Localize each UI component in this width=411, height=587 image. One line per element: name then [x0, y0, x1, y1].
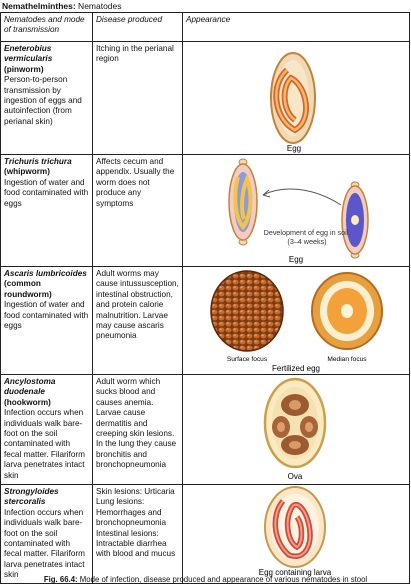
hookworm-ova-illustration: Ova	[263, 377, 327, 481]
nematode-cell: Trichuris trichura (whipworm) Ingestion …	[0, 154, 93, 267]
caption-bold: Fig. 66.4:	[43, 575, 78, 584]
larva-egg-label: Egg containing larva	[259, 568, 332, 577]
transmission-text: Infection occurs when individuals walk b…	[4, 507, 85, 580]
caption-text: Mode of infection, disease produced and …	[77, 575, 368, 584]
disease-cell: Adult worms may cause intussusception, i…	[92, 266, 183, 375]
common-name: (pinworm)	[4, 64, 44, 74]
egg-label: Egg	[287, 144, 301, 153]
table-heading: Nemathelminthes: Nematodes	[2, 1, 122, 11]
table-row: Strongyloides stercoralis Infection occu…	[0, 484, 410, 584]
development-arrow	[262, 188, 342, 206]
scientific-name: Eneterobius vermicularis	[4, 44, 53, 64]
disease-cell: Adult worm which sucks blood and causes …	[92, 374, 183, 485]
appearance-cell: Egg containing larva	[182, 484, 410, 584]
ascaris-egg-illustration: Surface focus Median focus Fertilized eg…	[210, 270, 383, 373]
common-name: (whipworm)	[4, 167, 50, 177]
header-row: Nematodes and mode of transmission Disea…	[0, 12, 410, 42]
development-label-duration: (3–4 weeks)	[287, 237, 326, 246]
appearance-cell: Egg	[182, 41, 410, 155]
strongyloides-egg-illustration: Egg containing larva	[259, 486, 332, 577]
nematode-cell: Ascaris lumbricoides (common roundworm) …	[0, 266, 93, 375]
hookworm-ovum	[263, 377, 327, 469]
transmission-text: Infection occurs when individuals walk b…	[4, 408, 85, 480]
col-header-disease: Disease produced	[92, 12, 183, 42]
transmission-text: Ingestion of water and food contaminated…	[4, 177, 89, 208]
appearance-cell: Ova	[182, 374, 410, 485]
development-label-text: Development of egg in soil	[264, 228, 349, 237]
table-row: Ascaris lumbricoides (common roundworm) …	[0, 266, 410, 375]
common-name: (hookworm)	[4, 397, 51, 407]
transmission-text: Person-to-person transmission by ingesti…	[4, 75, 82, 126]
ova-label: Ova	[288, 472, 303, 481]
scientific-name: Ascaris lumbricoides	[4, 269, 87, 278]
col-header-appearance: Appearance	[182, 12, 410, 42]
development-label: Development of egg in soil (3–4 weeks)	[264, 228, 351, 246]
whipworm-embryonated-egg	[228, 158, 258, 246]
heading-bold: Nemathelminthes:	[2, 1, 76, 11]
disease-cell: Itching in the perianal region	[92, 41, 183, 155]
appearance-cell: Development of egg in soil (3–4 weeks) E…	[182, 154, 410, 267]
median-focus-label: Median focus	[327, 356, 367, 363]
egg-label: Egg	[289, 255, 303, 264]
nematode-cell: Strongyloides stercoralis Infection occu…	[0, 484, 93, 584]
nematode-cell: Eneterobius vermicularis (pinworm) Perso…	[0, 41, 93, 155]
nematode-table: Nematodes and mode of transmission Disea…	[0, 12, 410, 584]
scientific-name: Trichuris trichura	[4, 157, 72, 166]
larvated-egg	[264, 486, 326, 568]
scientific-name: Strongyloides stercoralis	[4, 487, 59, 507]
transmission-text: Ingestion of water and food contaminated…	[4, 300, 89, 331]
whipworm-egg-illustration: Development of egg in soil (3–4 weeks) E…	[228, 158, 369, 264]
table-row: Trichuris trichura (whipworm) Ingestion …	[0, 154, 410, 267]
median-focus-egg	[311, 272, 383, 350]
disease-cell: Affects cecum and appendix. Usually the …	[92, 154, 183, 267]
table-row: Eneterobius vermicularis (pinworm) Perso…	[0, 41, 410, 155]
fertilized-egg-label: Fertilized egg	[272, 364, 320, 373]
table-row: Ancylostoma duodenale (hookworm) Infecti…	[0, 374, 410, 485]
scientific-name: Ancylostoma duodenale	[4, 377, 56, 397]
col-header-nematodes: Nematodes and mode of transmission	[0, 12, 93, 42]
surface-focus-egg	[210, 270, 284, 352]
heading-rest: Nematodes	[75, 1, 122, 11]
appearance-cell: Surface focus Median focus Fertilized eg…	[182, 266, 410, 375]
common-name: (common roundworm)	[4, 279, 52, 299]
arrow-head	[262, 189, 271, 198]
pinworm-egg-illustration: Egg	[270, 52, 316, 153]
whipworm-unembryonated-egg	[341, 181, 369, 259]
disease-cell: Skin lesions: Urticaria Lung lesions: He…	[92, 484, 183, 584]
pinworm-egg	[270, 52, 316, 144]
nematode-cell: Ancylostoma duodenale (hookworm) Infecti…	[0, 374, 93, 485]
surface-focus-label: Surface focus	[227, 356, 268, 363]
figure-caption: Fig. 66.4: Mode of infection, disease pr…	[0, 575, 411, 584]
